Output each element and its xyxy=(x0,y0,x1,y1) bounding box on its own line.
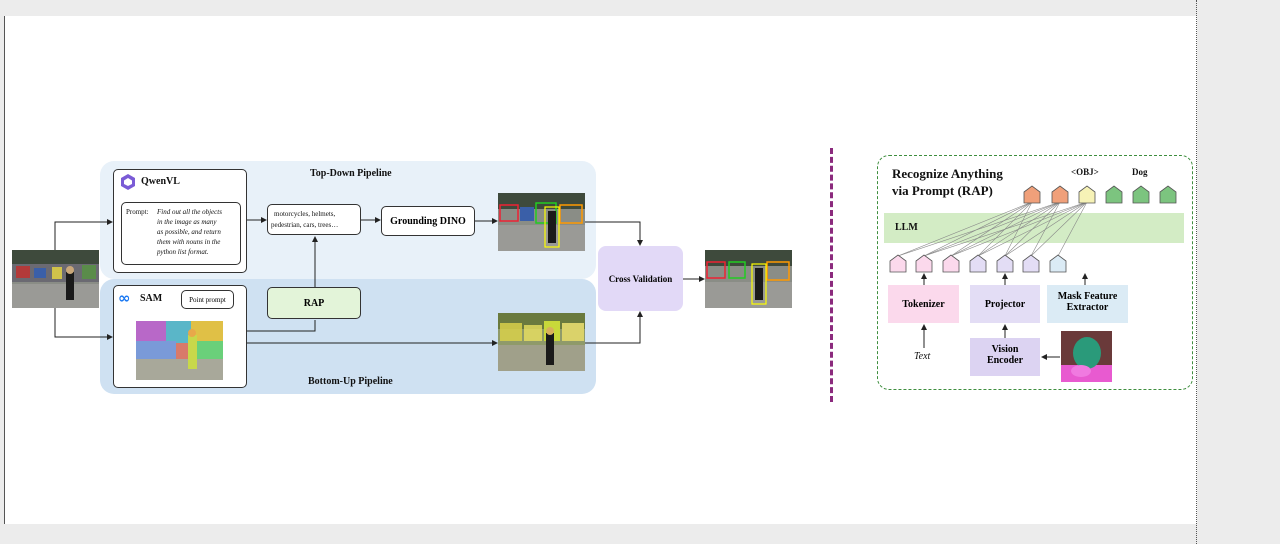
page-edge xyxy=(1196,0,1197,544)
prompt-text-3: as possible, and return xyxy=(157,228,221,236)
mask-feature-extractor-box: Mask Feature Extractor xyxy=(1047,285,1128,323)
sam-label: SAM xyxy=(140,293,163,304)
rap-title-line-1: Recognize Anything xyxy=(892,166,1003,181)
nouns-line-2: pedestrian, cars, trees… xyxy=(271,221,339,229)
qwenvl-label: QwenVL xyxy=(141,176,180,187)
vision-encoder-line-2: Encoder xyxy=(986,355,1024,366)
bottom-margin xyxy=(0,524,1196,544)
prompt-box xyxy=(121,202,241,265)
nouns-line-1: motorcycles, helmets, xyxy=(274,210,336,218)
mask-feature-line-1: Mask Feature xyxy=(1057,291,1118,302)
rap-title-line-2: via Prompt (RAP) xyxy=(892,183,993,198)
qwenvl-logo-icon xyxy=(119,173,137,191)
dog-token-label: Dog xyxy=(1132,167,1148,177)
top-down-pipeline-label: Top-Down Pipeline xyxy=(310,168,392,179)
top-down-output-image xyxy=(498,193,585,251)
prompt-text-4: them with nouns in the xyxy=(157,238,221,246)
projector-box: Projector xyxy=(970,285,1040,323)
mask-feature-line-2: Extractor xyxy=(1066,302,1109,313)
cross-validation-box: Cross Validation xyxy=(598,246,683,311)
point-prompt-box: Point prompt xyxy=(181,290,234,309)
prompt-text-5: python list format. xyxy=(157,248,209,256)
dog-mask-image xyxy=(1061,331,1112,382)
final-output-image xyxy=(705,250,792,308)
nouns-list-box xyxy=(267,204,361,235)
prompt-key: Prompt: xyxy=(126,208,149,216)
obj-token-label: <OBJ> xyxy=(1071,167,1099,177)
vision-encoder-box: Vision Encoder xyxy=(970,338,1040,376)
bottom-up-pipeline-label: Bottom-Up Pipeline xyxy=(308,376,393,387)
llm-label: LLM xyxy=(895,222,918,233)
prompt-text-1: Find out all the objects xyxy=(157,208,222,216)
rap-box: RAP xyxy=(267,287,361,319)
sam-segmentation-image xyxy=(136,321,223,380)
bottom-up-output-image xyxy=(498,313,585,371)
text-input-label: Text xyxy=(914,351,931,362)
prompt-text-2: in the image as many xyxy=(157,218,217,226)
grounding-dino-box: Grounding DINO xyxy=(381,206,475,236)
meta-logo-icon: ∞ xyxy=(118,289,131,307)
section-divider xyxy=(830,148,833,402)
input-image xyxy=(12,250,99,308)
vision-encoder-line-1: Vision xyxy=(991,344,1019,355)
llm-bar xyxy=(884,213,1184,243)
tokenizer-box: Tokenizer xyxy=(888,285,959,323)
